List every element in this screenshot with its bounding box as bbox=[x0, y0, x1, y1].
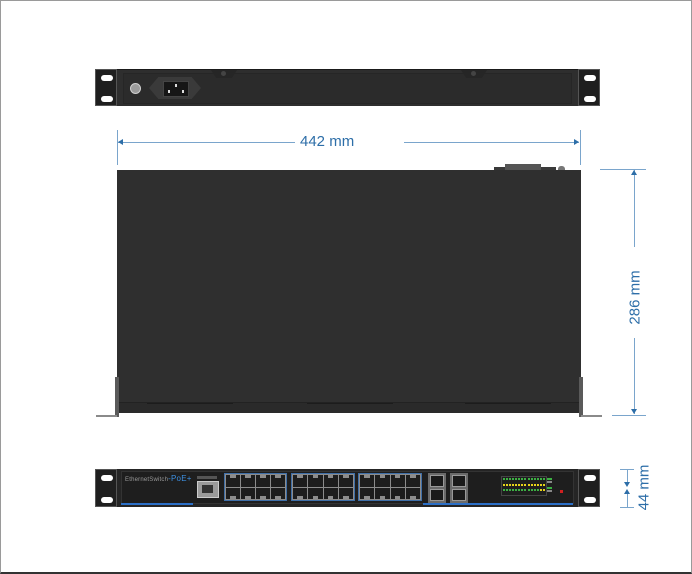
arrow-up-icon bbox=[624, 489, 630, 494]
left-ear-edge bbox=[115, 377, 119, 417]
mount-hole bbox=[101, 475, 113, 481]
rear-chassis bbox=[117, 69, 578, 106]
rj45-port bbox=[293, 475, 308, 487]
mount-hole bbox=[101, 75, 113, 81]
rj45-port-group-1 bbox=[224, 473, 287, 501]
rj45-port bbox=[390, 487, 405, 499]
console-port bbox=[197, 481, 219, 498]
rj45-port bbox=[293, 487, 308, 499]
system-led bbox=[547, 487, 552, 489]
height-label: 44 mm bbox=[635, 464, 653, 511]
sfp-port bbox=[430, 489, 444, 501]
depth-label: 286 mm bbox=[626, 270, 644, 325]
mount-hole bbox=[584, 497, 596, 503]
rear-notch bbox=[461, 70, 487, 78]
rj45-port bbox=[375, 487, 390, 499]
rj45-port bbox=[405, 487, 420, 499]
system-led-label bbox=[547, 490, 552, 492]
status-led-panel bbox=[501, 476, 547, 496]
sfp-port bbox=[452, 475, 466, 487]
arrow-up-icon bbox=[631, 170, 637, 175]
rj45-port bbox=[256, 487, 270, 499]
system-led-label bbox=[547, 481, 552, 483]
rj45-port bbox=[241, 487, 255, 499]
rj45-port bbox=[360, 475, 375, 487]
rj45-port bbox=[226, 475, 240, 487]
brand-label: EthernetSwitch-PoE+ bbox=[125, 474, 192, 483]
rj45-port bbox=[323, 475, 338, 487]
left-rack-ear bbox=[95, 69, 117, 106]
rj45-port bbox=[308, 487, 323, 499]
accent-stripe bbox=[423, 503, 573, 505]
rj45-port-group-3 bbox=[358, 473, 422, 501]
arrow-left-icon bbox=[118, 139, 123, 145]
right-rack-ear bbox=[578, 469, 600, 507]
sfp-port-group-2 bbox=[450, 473, 468, 503]
rear-notch bbox=[211, 70, 237, 78]
width-label: 442 mm bbox=[300, 133, 355, 150]
accent-stripe bbox=[121, 503, 193, 505]
power-inlet-icon bbox=[149, 77, 201, 99]
arrow-down-icon bbox=[631, 409, 637, 414]
right-ear-edge bbox=[579, 377, 583, 417]
mount-hole bbox=[101, 497, 113, 503]
rj45-port bbox=[256, 475, 270, 487]
rj45-port bbox=[375, 475, 390, 487]
rj45-port bbox=[308, 475, 323, 487]
mount-hole bbox=[584, 75, 596, 81]
rear-screw-outline bbox=[558, 166, 565, 170]
rj45-port-group-2 bbox=[291, 473, 355, 501]
mount-hole bbox=[101, 96, 113, 102]
power-led bbox=[560, 490, 563, 493]
rj45-port bbox=[338, 475, 353, 487]
rear-view bbox=[95, 69, 600, 106]
rj45-port bbox=[338, 487, 353, 499]
left-ear-foot bbox=[96, 415, 117, 417]
right-ear-foot bbox=[581, 415, 602, 417]
left-rack-ear bbox=[95, 469, 117, 507]
rj45-port bbox=[360, 487, 375, 499]
rj45-port bbox=[271, 487, 285, 499]
mount-hole bbox=[584, 96, 596, 102]
front-view: EthernetSwitch-PoE+ bbox=[95, 469, 600, 507]
front-chassis: EthernetSwitch-PoE+ bbox=[117, 469, 578, 507]
top-view-chassis bbox=[117, 170, 581, 413]
arrow-down-icon bbox=[624, 482, 630, 487]
sfp-port-group-1 bbox=[428, 473, 446, 503]
arrow-right-icon bbox=[574, 139, 579, 145]
rj45-port bbox=[226, 487, 240, 499]
system-led bbox=[547, 478, 552, 480]
mount-hole bbox=[584, 475, 596, 481]
sfp-port bbox=[452, 489, 466, 501]
ground-screw-icon bbox=[130, 83, 141, 94]
rj45-port bbox=[271, 475, 285, 487]
rj45-port bbox=[323, 487, 338, 499]
rj45-port bbox=[405, 475, 420, 487]
rj45-port bbox=[390, 475, 405, 487]
rear-inlet-outline bbox=[505, 164, 541, 170]
sfp-port bbox=[430, 475, 444, 487]
rj45-port bbox=[241, 475, 255, 487]
right-rack-ear bbox=[578, 69, 600, 106]
